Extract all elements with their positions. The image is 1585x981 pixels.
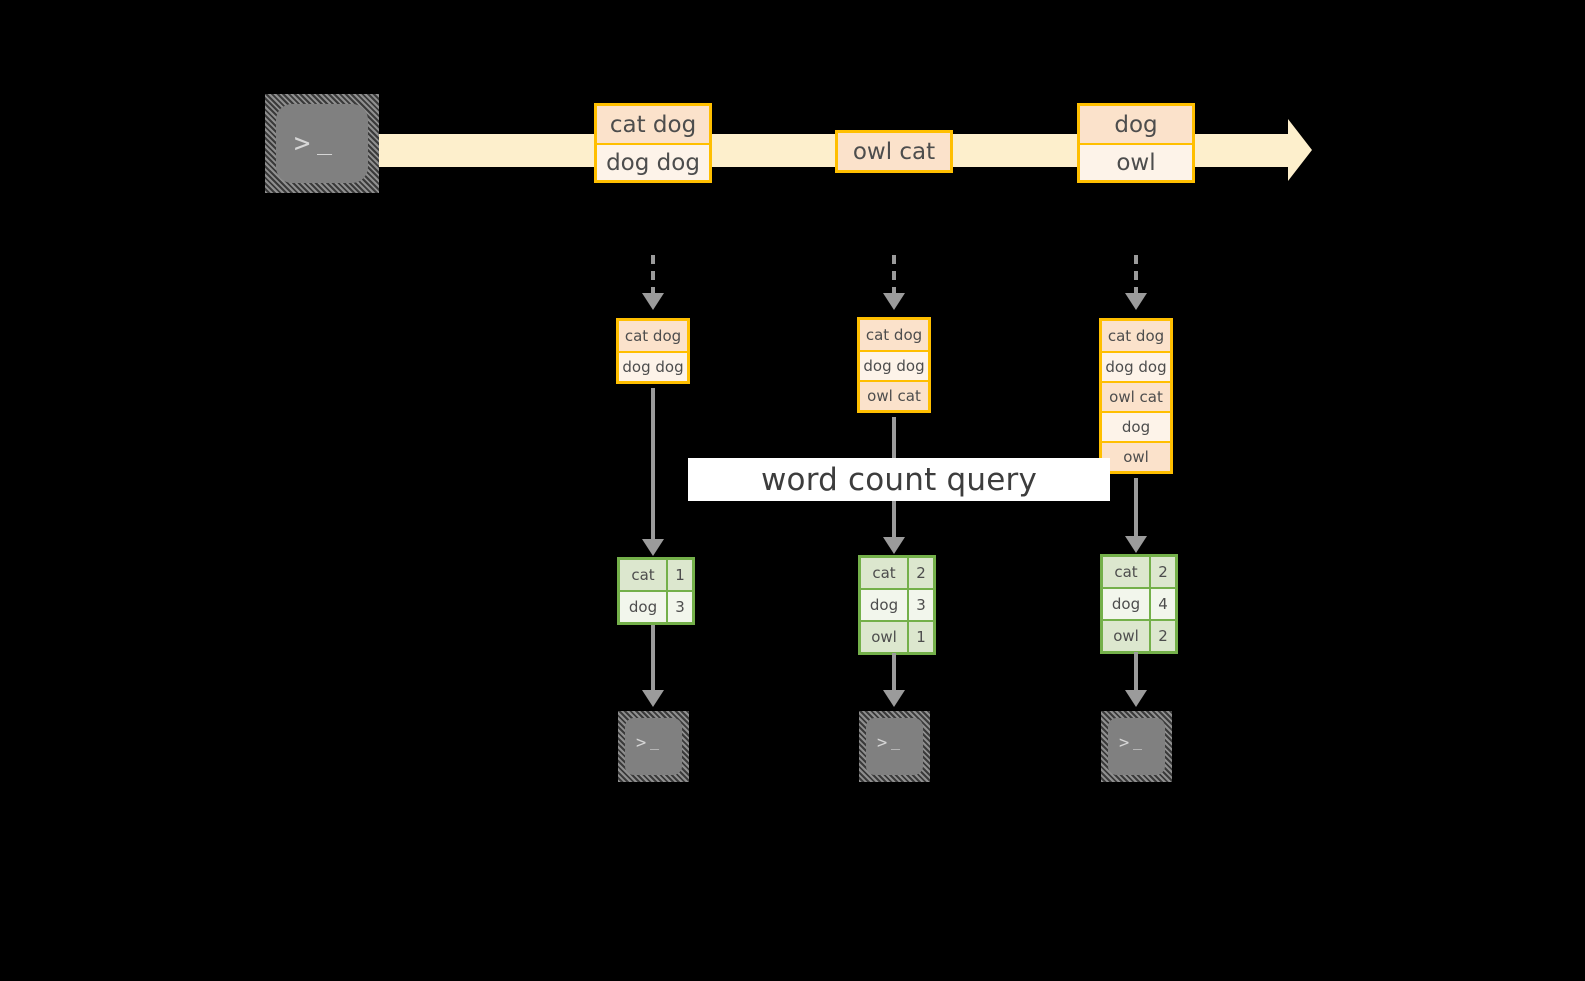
buffer-to-result-arrowhead-3 [1125, 536, 1147, 553]
stream-group-1[interactable]: cat dog dog dog [594, 103, 712, 183]
consumer-terminal-icon-2[interactable]: > _ [859, 711, 930, 782]
buffer-to-result-connector-3 [1134, 478, 1138, 540]
terminal-cursor-glyph: _ [1133, 732, 1143, 750]
buffer-snapshot-1[interactable]: cat dog dog dog [616, 318, 690, 384]
table-row: owl 2 [1103, 619, 1175, 651]
table-row: dog 3 [861, 588, 933, 620]
stream-to-buffer-arrowhead-1 [642, 293, 664, 310]
table-row: cat 2 [861, 558, 933, 588]
table-cell-count: 4 [1149, 589, 1175, 619]
table-cell-word: dog [861, 590, 907, 620]
stream-event: cat dog [597, 106, 709, 143]
terminal-cursor-glyph: _ [650, 732, 660, 750]
result-to-consumer-connector-3 [1134, 652, 1138, 693]
terminal-cursor-glyph: _ [317, 126, 333, 155]
buffer-line: owl cat [1102, 381, 1170, 411]
table-cell-word: dog [1103, 589, 1149, 619]
buffer-line: dog dog [860, 350, 928, 380]
buffer-line: dog dog [1102, 351, 1170, 381]
buffer-line: dog [1102, 411, 1170, 441]
table-cell-word: cat [861, 558, 907, 588]
table-cell-count: 2 [1149, 557, 1175, 587]
result-to-consumer-arrowhead-1 [642, 690, 664, 707]
terminal-prompt-glyph: > [877, 733, 888, 753]
stream-group-3[interactable]: dog owl [1077, 103, 1195, 183]
buffer-line: cat dog [619, 321, 687, 351]
terminal-prompt-glyph: > [294, 128, 311, 159]
terminal-cursor-glyph: _ [891, 732, 901, 750]
producer-terminal-icon[interactable]: > _ [265, 94, 379, 193]
result-table-1[interactable]: cat 1 dog 3 [617, 557, 695, 625]
buffer-to-result-arrowhead-1 [642, 539, 664, 556]
buffer-to-result-arrowhead-2 [883, 537, 905, 554]
stream-event: owl cat [838, 133, 950, 170]
stream-event: dog [1080, 106, 1192, 143]
table-cell-count: 2 [907, 558, 933, 588]
table-cell-count: 1 [666, 560, 692, 590]
terminal-screen [276, 104, 368, 183]
event-stream-arrowhead [1288, 119, 1315, 181]
result-to-consumer-arrowhead-3 [1125, 690, 1147, 707]
consumer-terminal-icon-3[interactable]: > _ [1101, 711, 1172, 782]
terminal-screen [866, 718, 923, 775]
stream-group-2[interactable]: owl cat [835, 130, 953, 173]
terminal-prompt-glyph: > [1119, 733, 1130, 753]
terminal-screen [625, 718, 682, 775]
result-table-3[interactable]: cat 2 dog 4 owl 2 [1100, 554, 1178, 654]
stream-event: owl [1080, 143, 1192, 180]
terminal-screen [1108, 718, 1165, 775]
result-to-consumer-connector-1 [651, 625, 655, 693]
table-row: owl 1 [861, 620, 933, 652]
stream-to-buffer-arrowhead-2 [883, 293, 905, 310]
stream-to-buffer-connector-2 [892, 255, 896, 297]
buffer-line: owl [1102, 441, 1170, 471]
query-banner-label: word count query [760, 461, 1038, 498]
result-to-consumer-arrowhead-2 [883, 690, 905, 707]
table-cell-word: cat [1103, 557, 1149, 587]
table-cell-word: owl [1103, 621, 1149, 651]
table-cell-word: dog [620, 592, 666, 622]
table-cell-word: owl [861, 622, 907, 652]
table-cell-count: 2 [1149, 621, 1175, 651]
stream-to-buffer-arrowhead-3 [1125, 293, 1147, 310]
table-row: dog 4 [1103, 587, 1175, 619]
stream-to-buffer-connector-1 [651, 255, 655, 297]
buffer-line: dog dog [619, 351, 687, 381]
table-row: cat 1 [620, 560, 692, 590]
buffer-to-result-connector-1 [651, 388, 655, 543]
terminal-prompt-glyph: > [636, 733, 647, 753]
stream-event: dog dog [597, 143, 709, 180]
result-to-consumer-connector-2 [892, 653, 896, 693]
buffer-snapshot-2[interactable]: cat dog dog dog owl cat [857, 317, 931, 413]
buffer-snapshot-3[interactable]: cat dog dog dog owl cat dog owl [1099, 318, 1173, 474]
table-cell-count: 1 [907, 622, 933, 652]
stream-to-buffer-connector-3 [1134, 255, 1138, 297]
buffer-line: cat dog [860, 320, 928, 350]
query-banner[interactable]: word count query [688, 458, 1110, 501]
consumer-terminal-icon-1[interactable]: > _ [618, 711, 689, 782]
table-row: dog 3 [620, 590, 692, 622]
result-table-2[interactable]: cat 2 dog 3 owl 1 [858, 555, 936, 655]
table-cell-word: cat [620, 560, 666, 590]
table-row: cat 2 [1103, 557, 1175, 587]
buffer-line: cat dog [1102, 321, 1170, 351]
table-cell-count: 3 [907, 590, 933, 620]
table-cell-count: 3 [666, 592, 692, 622]
buffer-line: owl cat [860, 380, 928, 410]
